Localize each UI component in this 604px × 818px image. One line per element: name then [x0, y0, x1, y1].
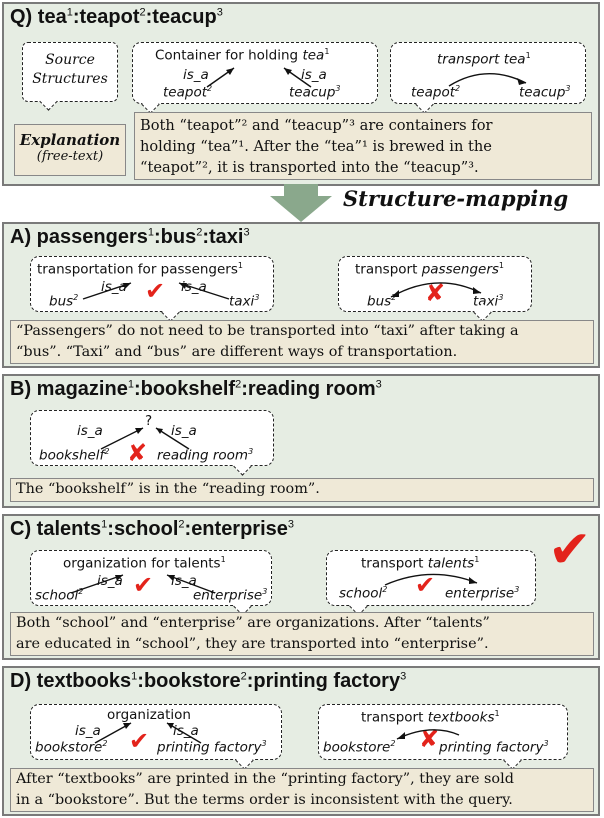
explanation-label-box: Explanation (free-text) — [14, 124, 126, 176]
panel-a-title: A) passengers1:bus2:taxi3 — [10, 226, 250, 248]
panel-d-structure-bubble-2: transport textbooks1 bookstore2 printing… — [318, 704, 568, 760]
explanation-sublabel: (free-text) — [36, 149, 104, 164]
left-term: teapot2 — [163, 84, 213, 101]
explanation-line: “teapot”², it is transported into the “t… — [140, 159, 479, 176]
right-term: teacup3 — [519, 84, 571, 101]
left-term: bookstore2 — [323, 739, 396, 756]
check-icon: ✔ — [133, 571, 154, 599]
explanation-line: are educated in “school”, they are trans… — [16, 636, 489, 652]
check-icon: ✔ — [129, 727, 150, 755]
transport-arrow — [396, 729, 460, 740]
explanation-line: holding “tea”¹. After the “tea”¹ is brew… — [140, 138, 492, 155]
source-structures-label: Source Structures — [32, 52, 108, 87]
relation-label: organization for talents1 — [63, 555, 226, 572]
overall-check-icon: ✔ — [548, 520, 592, 580]
explanation-line: “bus”. “Taxi” and “bus” are different wa… — [16, 344, 458, 360]
relation-label: Container for holding tea1 — [155, 47, 330, 64]
is-a-label: is_a — [75, 723, 101, 739]
relation-label: transport passengers1 — [355, 261, 505, 278]
is-a-arrows — [100, 427, 190, 450]
right-term: printing factory3 — [157, 739, 267, 756]
left-term: school2 — [35, 587, 84, 604]
panel-c-explanation: Both “school” and “enterprise” are organ… — [10, 612, 594, 656]
query-structure-bubble-1: Container for holding tea1 is_a is_a tea… — [132, 42, 378, 104]
relation-unknown: ? — [145, 413, 153, 429]
relation-label: transport talents1 — [361, 555, 480, 572]
is-a-label: is_a — [181, 279, 207, 295]
explanation-line: After “textbooks” are printed in the “pr… — [16, 771, 514, 787]
query-title: Q) tea1:teapot2:teacup3 — [10, 6, 223, 28]
right-term: reading room3 — [157, 447, 254, 464]
transport-arrow — [390, 282, 482, 298]
query-explanation: Both “teapot”² and “teacup”³ are contain… — [134, 112, 592, 180]
is-a-label: is_a — [173, 723, 199, 739]
term-3: teacup — [152, 6, 217, 28]
panel-d: D) textbooks1:bookstore2:printing factor… — [2, 666, 600, 816]
relation-label: transport textbooks1 — [361, 709, 500, 726]
panel-b-title: B) magazine1:bookshelf2:reading room3 — [10, 378, 382, 400]
panel-d-explanation: After “textbooks” are printed in the “pr… — [10, 768, 594, 812]
relation-label: organization — [107, 707, 191, 723]
source-structures-bubble: Source Structures — [22, 42, 118, 102]
left-term: bookshelf2 — [39, 447, 110, 464]
right-term: taxi3 — [229, 293, 260, 310]
panel-a-structure-bubble-2: transport passengers1 bus2 taxi3 ✘ — [338, 256, 532, 312]
panel-label: Q) — [10, 6, 33, 28]
query-panel: Q) tea1:teapot2:teacup3 Source Structure… — [2, 2, 600, 186]
left-term: school2 — [339, 585, 388, 602]
right-term: printing factory3 — [439, 739, 549, 756]
panel-d-structure-bubble-1: organization is_a is_a bookstore2 printi… — [30, 704, 282, 760]
explanation-label: Explanation — [19, 131, 121, 149]
relation-label: transportation for passengers1 — [37, 261, 243, 278]
right-term: teacup3 — [289, 84, 341, 101]
check-icon: ✔ — [145, 277, 166, 305]
cross-icon: ✘ — [419, 725, 440, 753]
query-structure-bubble-2: transport tea1 teapot2 teacup3 — [390, 42, 586, 104]
explanation-line: in a “bookstore”. But the terms order is… — [16, 792, 513, 808]
left-term: bookstore2 — [35, 739, 108, 756]
panel-b: B) magazine1:bookshelf2:reading room3 ? … — [2, 374, 600, 508]
transport-arrow — [448, 73, 527, 87]
panel-d-title: D) textbooks1:bookstore2:printing factor… — [10, 670, 407, 692]
structure-mapping-label: Structure-mapping — [343, 186, 569, 211]
cross-icon: ✘ — [425, 279, 446, 307]
panel-a-structure-bubble-1: transportation for passengers1 is_a is_a… — [30, 256, 274, 312]
structure-mapping-arrow — [270, 184, 332, 222]
transport-arrow — [384, 573, 478, 586]
panel-c-structure-bubble-1: organization for talents1 is_a is_a scho… — [30, 550, 272, 606]
is-a-label: is_a — [301, 67, 327, 83]
explanation-line: The “bookshelf” is in the “reading room”… — [16, 481, 320, 497]
panel-c-structure-bubble-2: transport talents1 school2 enterprise3 ✔ — [326, 550, 536, 606]
is-a-label: is_a — [171, 423, 197, 439]
is-a-label: is_a — [183, 67, 209, 83]
term-1: tea — [37, 6, 67, 28]
is-a-label: is_a — [77, 423, 103, 439]
explanation-line: “Passengers” do not need to be transport… — [16, 323, 519, 339]
panel-c: C) talents1:school2:enterprise3 organiza… — [2, 514, 600, 660]
term-2: teapot — [79, 6, 140, 28]
panel-b-structure-bubble: ? is_a is_a bookshelf2 reading room3 ✘ — [30, 410, 274, 466]
relation-label: transport tea1 — [437, 51, 531, 68]
panel-c-title: C) talents1:school2:enterprise3 — [10, 518, 295, 540]
left-term: bus2 — [367, 293, 397, 310]
is-a-arrows — [70, 574, 216, 594]
left-term: bus2 — [49, 293, 79, 310]
check-icon: ✔ — [415, 571, 436, 599]
cross-icon: ✘ — [127, 439, 148, 467]
panel-a: A) passengers1:bus2:taxi3 transportation… — [2, 222, 600, 368]
panel-b-explanation: The “bookshelf” is in the “reading room”… — [10, 478, 594, 502]
right-term: enterprise3 — [445, 585, 520, 602]
is-a-arrows — [206, 67, 312, 88]
panel-a-explanation: “Passengers” do not need to be transport… — [10, 320, 594, 364]
explanation-line: Both “school” and “enterprise” are organ… — [16, 615, 490, 631]
is-a-arrows — [82, 282, 230, 300]
explanation-line: Both “teapot”² and “teacup”³ are contain… — [140, 117, 493, 134]
is-a-arrows — [94, 722, 202, 744]
